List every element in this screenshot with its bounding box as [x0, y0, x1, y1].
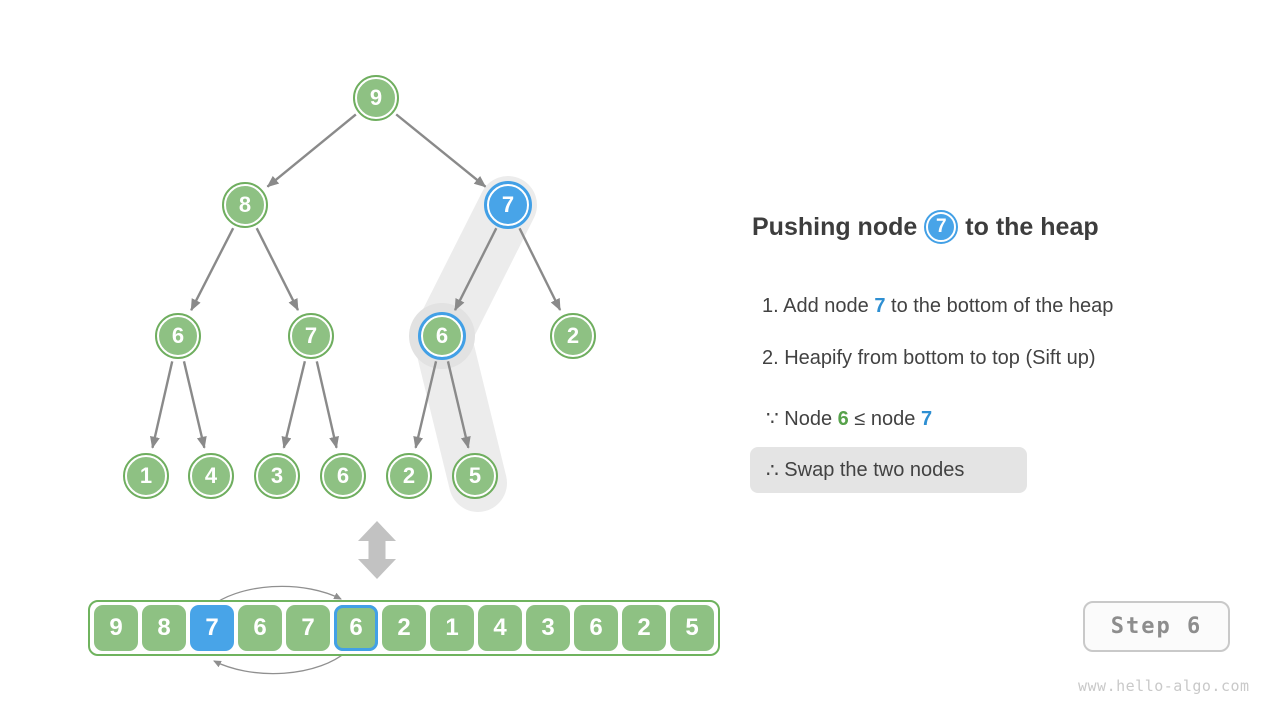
- tree-edges: [150, 113, 562, 449]
- tree-node-7: 1: [123, 453, 169, 499]
- array-cell-1: 8: [142, 605, 186, 651]
- array-cell-12: 5: [670, 605, 714, 651]
- tree-node-11: 2: [386, 453, 432, 499]
- tree-edge-4-9: [281, 360, 307, 449]
- because-text-1: Node: [778, 408, 838, 430]
- tree-edge-2-5: [453, 227, 498, 311]
- watermark: www.hello-algo.com: [1078, 677, 1250, 695]
- array-cell-10: 6: [574, 605, 618, 651]
- array-cell-9: 3: [526, 605, 570, 651]
- array-cell-11: 2: [622, 605, 666, 651]
- array-cell-6: 2: [382, 605, 426, 651]
- tree-node-10: 6: [320, 453, 366, 499]
- tree-node-5: 6: [418, 312, 466, 360]
- tree-node-12: 5: [452, 453, 498, 499]
- tree-edge-2-6: [518, 227, 562, 311]
- tree-edge-1-3: [190, 227, 235, 312]
- step1-node-value: 7: [874, 295, 886, 317]
- tree-edge-3-8: [182, 361, 207, 449]
- therefore-icon: ∴: [766, 459, 779, 482]
- array-cell-2: 7: [190, 605, 234, 651]
- inserted-node-badge: 7: [924, 210, 959, 244]
- tree-edge-0-2: [395, 113, 487, 188]
- array-cell-5: 6: [334, 605, 378, 651]
- therefore-text: Swap the two nodes: [778, 458, 965, 481]
- because-green-value: 6: [837, 408, 849, 430]
- step1-text: 1. Add node: [762, 295, 875, 317]
- tree-node-2: 7: [484, 181, 532, 229]
- tree-edge-1-4: [255, 227, 300, 311]
- instruction-step-2: 2. Heapify from bottom to top (Sift up): [762, 347, 1095, 370]
- tree-node-4: 7: [288, 313, 334, 359]
- step1-text-suffix: to the bottom of the heap: [885, 295, 1114, 317]
- title-prefix: Pushing node: [752, 212, 918, 241]
- tree-node-1: 8: [222, 182, 268, 228]
- array-cell-7: 1: [430, 605, 474, 651]
- because-icon: ∵: [766, 408, 779, 430]
- tree-node-3: 6: [155, 313, 201, 359]
- tree-node-9: 3: [254, 453, 300, 499]
- tree-node-0: 9: [353, 75, 399, 121]
- because-blue-value: 7: [920, 408, 933, 430]
- tree-node-6: 2: [550, 313, 596, 359]
- tree-edge-5-11: [413, 361, 438, 449]
- panel-title: Pushing node 7 to the heap: [752, 210, 1099, 244]
- tree-node-8: 4: [188, 453, 234, 499]
- tree-edge-3-7: [150, 361, 174, 449]
- array-cell-4: 7: [286, 605, 330, 651]
- tree-edge-5-12: [446, 361, 471, 449]
- title-suffix: to the heap: [965, 212, 1099, 241]
- tree-array-sync-arrow-icon: [358, 521, 396, 579]
- array-cell-0: 9: [94, 605, 138, 651]
- array-cell-3: 6: [238, 605, 282, 651]
- because-line: ∵ Node 6 ≤ node 7: [766, 406, 932, 431]
- tree-edge-0-1: [266, 113, 357, 188]
- instruction-step-1: 1. Add node 7 to the bottom of the heap: [762, 295, 1113, 318]
- tree-edge-4-10: [315, 361, 339, 449]
- step2-text: 2. Heapify from bottom to top (Sift up): [762, 347, 1096, 369]
- therefore-callout: ∴ Swap the two nodes: [750, 447, 1027, 493]
- step-counter-button[interactable]: Step 6: [1083, 601, 1230, 652]
- because-text-2: ≤ node: [848, 408, 921, 430]
- array-cell-8: 4: [478, 605, 522, 651]
